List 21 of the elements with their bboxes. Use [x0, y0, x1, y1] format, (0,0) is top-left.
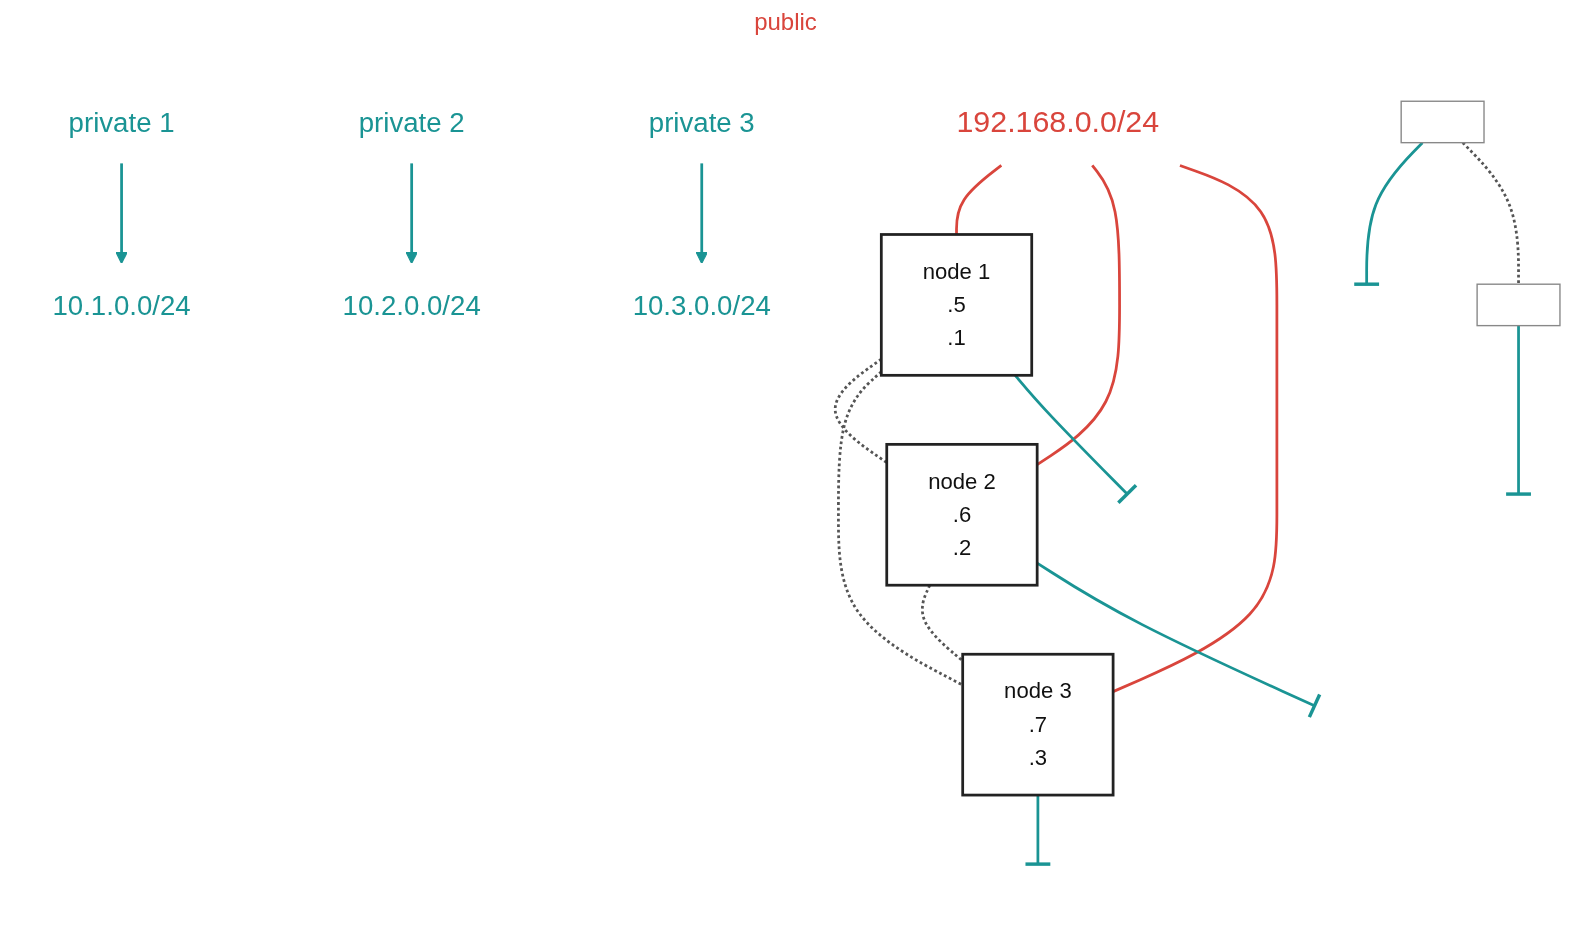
small-box — [1476, 283, 1561, 327]
network-text: private 1 — [68, 106, 175, 138]
small-box — [1400, 100, 1485, 144]
network-text: 10.3.0.0/24 — [632, 289, 771, 321]
node-box: node 1 .5 .1 — [879, 233, 1034, 377]
link-line — [115, 163, 128, 265]
dashed-link — [1461, 141, 1520, 285]
network-text: private 2 — [358, 106, 465, 138]
interface-stub — [1504, 325, 1533, 496]
link-line — [695, 163, 708, 265]
interface-stub — [1352, 141, 1424, 286]
interface-stub — [1023, 795, 1053, 866]
link-line — [955, 164, 1003, 235]
network-text: private 3 — [648, 106, 755, 138]
network-text: 10.2.0.0/24 — [342, 289, 481, 321]
network-label: public — [754, 8, 817, 35]
network-text: 192.168.0.0/24 — [956, 104, 1160, 140]
node-box: node 3 .7 .3 — [961, 652, 1115, 797]
node-box: node 2 .6 .2 — [885, 443, 1039, 587]
network-text: 10.1.0.0/24 — [52, 289, 191, 321]
link-line — [405, 163, 418, 265]
